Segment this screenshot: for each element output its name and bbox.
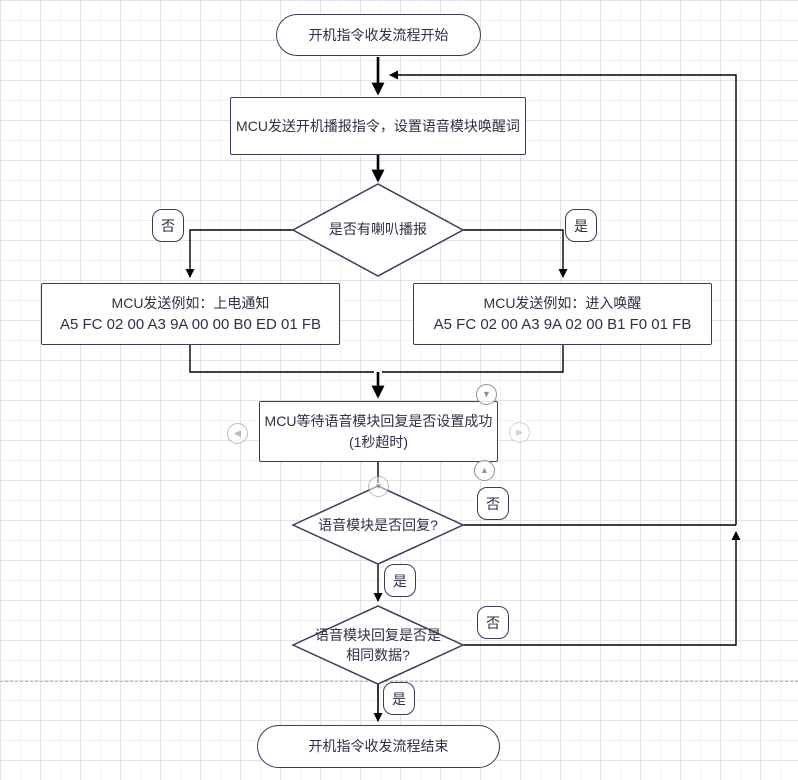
decision-same-data-line1: 语音模块回复是否是 [315,627,441,643]
edge-loop-back-to-main[interactable] [389,70,737,525]
arrow-down-glyph: ▼ [374,481,383,491]
edge-enter-wakeup-merge[interactable] [382,345,564,373]
node-wait-reply[interactable]: MCU等待语音模块回复是否设置成功 (1秒超时) [259,401,498,462]
node-wait-reply-line2: (1秒超时) [348,433,409,450]
edge-same-no[interactable] [463,531,741,646]
edge-label-reply-no[interactable]: 否 [477,487,509,520]
node-start-label: 开机指令收发流程开始 [308,26,449,43]
node-power-on-notify-hex: A5 FC 02 00 A3 9A 00 00 B0 ED 01 FB [60,316,321,333]
node-end-label: 开机指令收发流程结束 [308,738,449,754]
arrow-left-glyph: ◀ [234,428,241,438]
edge-label-same-no-text: 否 [486,614,500,631]
edge-label-same-yes[interactable]: 是 [383,682,415,715]
arrow-right-glyph: ▶ [516,427,523,437]
edge-label-reply-yes[interactable]: 是 [384,564,416,597]
decision-same-data-line2: 相同数据? [346,647,410,663]
connect-arrow-left-icon[interactable]: ◀ [227,423,248,444]
edge-power-notify-merge[interactable] [189,345,374,373]
node-send-command[interactable]: MCU发送开机播报指令，设置语音模块唤醒词 [230,97,526,155]
decision-speaker-check[interactable] [291,183,465,277]
connect-arrow-down-bottom-icon[interactable]: ▼ [368,476,389,497]
node-send-command-label: MCU发送开机播报指令，设置语音模块唤醒词 [236,117,520,134]
edge-label-speaker-no[interactable]: 否 [152,209,184,242]
decision-same-data-check[interactable] [291,605,465,685]
edge-label-reply-yes-text: 是 [393,572,407,589]
node-wait-reply-line1: MCU等待语音模块回复是否设置成功 [264,412,493,429]
node-power-on-notify[interactable]: MCU发送例如：上电通知 A5 FC 02 00 A3 9A 00 00 B0 … [41,283,340,345]
edge-label-reply-no-text: 否 [486,495,500,512]
node-enter-wakeup-hex: A5 FC 02 00 A3 9A 02 00 B1 F0 01 FB [433,316,692,333]
edge-label-speaker-yes-text: 是 [574,217,588,234]
connect-arrow-right-icon[interactable]: ▶ [509,422,530,443]
page-break-line [0,681,798,682]
node-enter-wakeup[interactable]: MCU发送例如：进入唤醒 A5 FC 02 00 A3 9A 02 00 B1 … [413,283,712,345]
decision-speaker-check-label: 是否有喇叭播报 [329,221,427,237]
arrow-up-glyph: ▲ [480,465,489,475]
edge-label-same-no[interactable]: 否 [477,606,509,639]
edge-speaker-no[interactable] [185,229,295,278]
decision-reply-check-label: 语音模块是否回复? [318,517,438,533]
edge-speaker-yes[interactable] [461,229,568,278]
decision-same-data-check-label: 语音模块回复是否是 相同数据? [296,625,460,665]
edge-label-same-yes-text: 是 [392,690,406,707]
arrow-down-glyph: ▼ [482,389,491,399]
connect-arrow-down-icon[interactable]: ▼ [476,384,497,405]
connect-arrow-up-icon[interactable]: ▲ [474,460,495,481]
decision-reply-check[interactable] [291,485,465,565]
node-enter-wakeup-title: MCU发送例如：进入唤醒 [483,295,642,311]
node-power-on-notify-title: MCU发送例如：上电通知 [111,295,270,311]
node-start[interactable]: 开机指令收发流程开始 [276,14,481,56]
edge-label-speaker-no-text: 否 [161,217,175,234]
node-end[interactable]: 开机指令收发流程结束 [257,725,500,768]
edge-label-speaker-yes[interactable]: 是 [565,209,597,242]
